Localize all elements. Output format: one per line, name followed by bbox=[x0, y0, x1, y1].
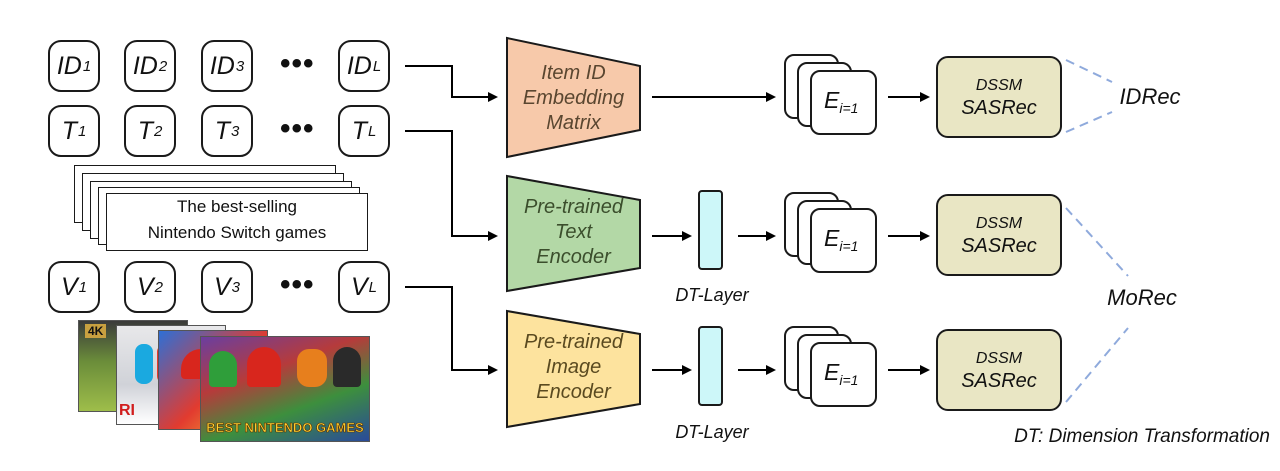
idrec-model-line-1: DSSM bbox=[975, 76, 1023, 94]
image-embedding-card-front bbox=[810, 342, 877, 407]
text-doc-front: The best-selling Nintendo Switch games bbox=[106, 193, 368, 251]
caption-line-2: Nintendo Switch games bbox=[147, 223, 327, 242]
morec-dashed-line-top bbox=[1065, 207, 1129, 277]
image-model-box: DSSM SASRec bbox=[936, 329, 1062, 411]
image-dt-layer-label: DT-Layer bbox=[675, 422, 749, 442]
thumbnail-best-nintendo-games: BEST NINTENDO GAMES bbox=[200, 336, 370, 442]
text-encoder-line-2: Text bbox=[554, 221, 593, 243]
idrec-embedding-label: Ei=1 bbox=[824, 87, 859, 116]
text-encoder-label: Pre-trained Text Encoder bbox=[507, 195, 640, 270]
text-row-arrow bbox=[405, 130, 498, 241]
morec-dashed-line-bottom bbox=[1065, 327, 1129, 403]
item-id-encoder-line-1: Item ID bbox=[541, 62, 606, 84]
text-model-box: DSSM SASRec bbox=[936, 194, 1062, 276]
idrec-embedding-card-front bbox=[810, 70, 877, 135]
id-row-ellipsis: ••• bbox=[280, 47, 315, 80]
morec-group-label: MoRec bbox=[1107, 285, 1177, 310]
id-row-arrow bbox=[405, 65, 498, 102]
thumbnail-ri-label: RI bbox=[119, 402, 135, 419]
text-dt-layer-label: DT-Layer bbox=[675, 285, 749, 305]
text-model-line-1: DSSM bbox=[975, 214, 1023, 232]
footnote: DT: Dimension Transformation bbox=[1014, 426, 1270, 447]
text-encoder-line-1: Pre-trained bbox=[524, 196, 623, 218]
samus-shape bbox=[297, 349, 327, 387]
text-row-ellipsis: ••• bbox=[280, 112, 315, 145]
image-row-ellipsis: ••• bbox=[280, 268, 315, 301]
image-row-arrow bbox=[405, 286, 498, 375]
text-embedding-card-front bbox=[810, 208, 877, 273]
image-embedding-label: Ei=1 bbox=[824, 359, 859, 388]
image-encoder-line-3: Encoder bbox=[536, 381, 611, 403]
image-encoder-line-2: Image bbox=[545, 356, 602, 378]
joycon-blue-shape bbox=[135, 344, 153, 384]
item-id-encoder-shape bbox=[506, 36, 641, 159]
item-id-encoder-line-3: Matrix bbox=[546, 112, 601, 134]
character-shape bbox=[333, 347, 361, 387]
idrec-model-line-2: SASRec bbox=[961, 96, 1037, 119]
image-encoder-shape bbox=[506, 309, 641, 429]
idrec-model-box: DSSM SASRec bbox=[936, 56, 1062, 138]
banner-text: BEST NINTENDO GAMES bbox=[206, 420, 364, 436]
text-encoder-line-3: Encoder bbox=[536, 246, 611, 268]
idrec-dashed-line-bottom bbox=[1065, 111, 1113, 133]
item-id-encoder-label: Item ID Embedding Matrix bbox=[507, 61, 640, 136]
idrec-group-label: IDRec bbox=[1119, 84, 1181, 109]
image-encoder-label: Pre-trained Image Encoder bbox=[507, 330, 640, 405]
text-encoder-shape bbox=[506, 174, 641, 293]
image-encoder-line-1: Pre-trained bbox=[524, 331, 623, 353]
image-dt-layer bbox=[698, 326, 723, 406]
item-id-encoder-line-2: Embedding bbox=[522, 87, 625, 109]
text-model-line-2: SASRec bbox=[961, 234, 1037, 257]
text-embedding-label: Ei=1 bbox=[824, 225, 859, 254]
idrec-dashed-line-top bbox=[1065, 59, 1113, 83]
image-model-line-1: DSSM bbox=[975, 349, 1023, 367]
image-model-line-2: SASRec bbox=[961, 369, 1037, 392]
mario-shape bbox=[247, 347, 281, 387]
text-dt-layer bbox=[698, 190, 723, 270]
luigi-shape bbox=[209, 351, 237, 387]
caption-line-1: The best-selling bbox=[176, 197, 297, 216]
thumbnail-4k-label: 4K bbox=[85, 324, 107, 338]
